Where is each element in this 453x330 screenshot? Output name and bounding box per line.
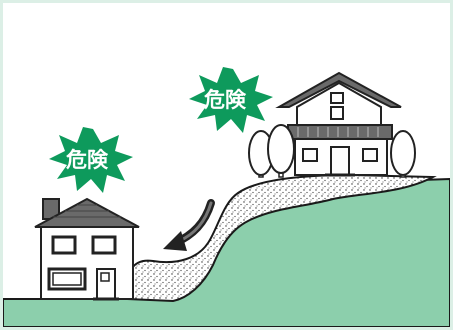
burst-shape: [189, 67, 273, 133]
landslide-risk-diagram: 危険 危険: [3, 3, 450, 327]
curved-arrow-down-left-icon: [163, 199, 215, 251]
illustration-canvas: 危険 危険: [3, 3, 450, 327]
danger-burst-upper: 危険: [189, 67, 273, 133]
landslide-debris: [125, 173, 437, 303]
burst-shape: [49, 127, 133, 193]
danger-label-lower: 危険: [66, 148, 109, 172]
danger-burst-lower: 危険: [49, 127, 133, 193]
tree-icon: [267, 124, 295, 178]
tree-icon: [390, 130, 416, 178]
danger-label-upper: 危険: [204, 88, 247, 112]
two-story-house-icon: [275, 71, 402, 177]
small-house-icon: [34, 197, 140, 301]
